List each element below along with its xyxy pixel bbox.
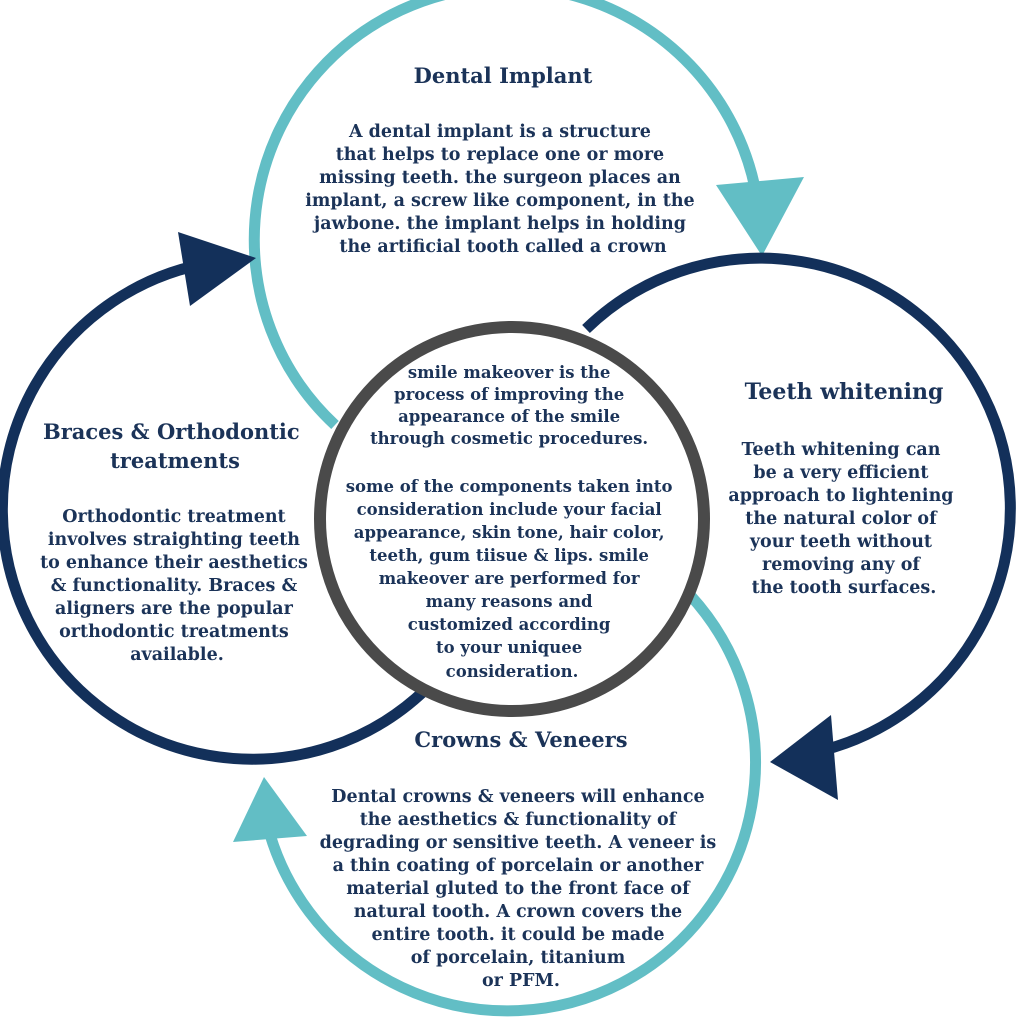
braces-arrowhead — [178, 232, 256, 306]
dental-implant-line: jawbone. the implant helps in holding — [312, 214, 686, 234]
crowns-veneers-body: Dental crowns & veneers will enhance the… — [320, 787, 723, 991]
center-line: to your uniquee — [436, 638, 582, 657]
dental-implant-ring — [248, 0, 766, 430]
crowns-veneers-title: Crowns & Veneers — [414, 727, 627, 752]
center-line: customized according — [408, 615, 611, 634]
center-line: consideration. — [446, 662, 579, 681]
braces-title-line: treatments — [110, 448, 240, 473]
center-line: through cosmetic procedures. — [370, 429, 648, 448]
crowns-veneers-line: of porcelain, titanium — [411, 948, 626, 968]
teeth-whitening-arrowhead — [770, 715, 838, 800]
braces-line: to enhance their aesthetics — [40, 553, 308, 573]
center-line: appearance, skin tone, hair color, — [354, 523, 665, 542]
teeth-whitening-ring — [582, 252, 1016, 761]
braces-title: Braces & Orthodontic treatments — [43, 419, 307, 473]
teeth-whitening-line: the tooth surfaces. — [752, 578, 937, 598]
dental-implant-line: implant, a screw like component, in the — [305, 191, 695, 211]
center-line: consideration include your facial — [357, 500, 662, 519]
dental-implant-arrowhead — [716, 177, 804, 256]
braces-title-line: Braces & Orthodontic — [43, 419, 300, 444]
crowns-veneers-line: material gluted to the front face of — [346, 879, 691, 899]
center-line: teeth, gum tiisue & lips. smile — [369, 546, 648, 565]
braces-line: orthodontic treatments — [59, 622, 289, 642]
teeth-whitening-line: your teeth without — [749, 532, 932, 552]
dental-implant-line: A dental implant is a structure — [348, 122, 651, 142]
teeth-whitening-title: Teeth whitening — [745, 379, 944, 405]
braces-line: involves straighting teeth — [48, 530, 300, 550]
center-line: smile makeover is the — [408, 363, 611, 382]
center-ring — [314, 321, 710, 717]
braces-line: & functionality. Braces & — [51, 576, 298, 596]
crowns-veneers-line: a thin coating of porcelain or another — [333, 856, 704, 876]
braces-body: Orthodontic treatment involves straighti… — [40, 507, 314, 665]
dental-implant-title: Dental Implant — [414, 63, 593, 88]
center-line: many reasons and — [426, 592, 593, 611]
center-line: some of the components taken into — [346, 477, 673, 496]
center-text: smile makeover is the process of improvi… — [346, 363, 679, 681]
braces-line: available. — [130, 645, 224, 665]
crowns-veneers-line: Dental crowns & veneers will enhance — [331, 787, 704, 807]
center-line: process of improving the — [394, 385, 624, 404]
crowns-veneers-line: the aesthetics & functionality of — [360, 810, 678, 830]
teeth-whitening-line: approach to lightening — [728, 486, 953, 506]
braces-ring — [0, 256, 429, 765]
braces-line: aligners are the popular — [55, 599, 294, 619]
crowns-veneers-ring — [259, 591, 761, 1017]
center-line: appearance of the smile — [398, 407, 620, 426]
crowns-veneers-line: degrading or sensitive teeth. A veneer i… — [320, 833, 717, 853]
crowns-veneers-line: or PFM. — [482, 971, 560, 991]
dental-implant-line: the artificial tooth called a crown — [339, 237, 667, 257]
teeth-whitening-line: removing any of — [762, 555, 921, 575]
crowns-veneers-arrowhead — [233, 777, 307, 842]
crowns-veneers-line: entire tooth. it could be made — [371, 925, 664, 945]
teeth-whitening-body: Teeth whitening can be a very efficient … — [728, 440, 959, 598]
dental-implant-line: missing teeth. the surgeon places an — [319, 168, 681, 188]
dental-implant-line: that helps to replace one or more — [336, 145, 664, 165]
braces-line: Orthodontic treatment — [62, 507, 285, 527]
dental-implant-body: A dental implant is a structure that hel… — [305, 122, 701, 257]
crowns-veneers-line: natural tooth. A crown covers the — [354, 902, 682, 922]
teeth-whitening-line: Teeth whitening can — [741, 440, 940, 460]
center-line: makeover are performed for — [379, 569, 640, 588]
teeth-whitening-line: the natural color of — [745, 509, 938, 529]
teeth-whitening-line: be a very efficient — [753, 463, 928, 483]
